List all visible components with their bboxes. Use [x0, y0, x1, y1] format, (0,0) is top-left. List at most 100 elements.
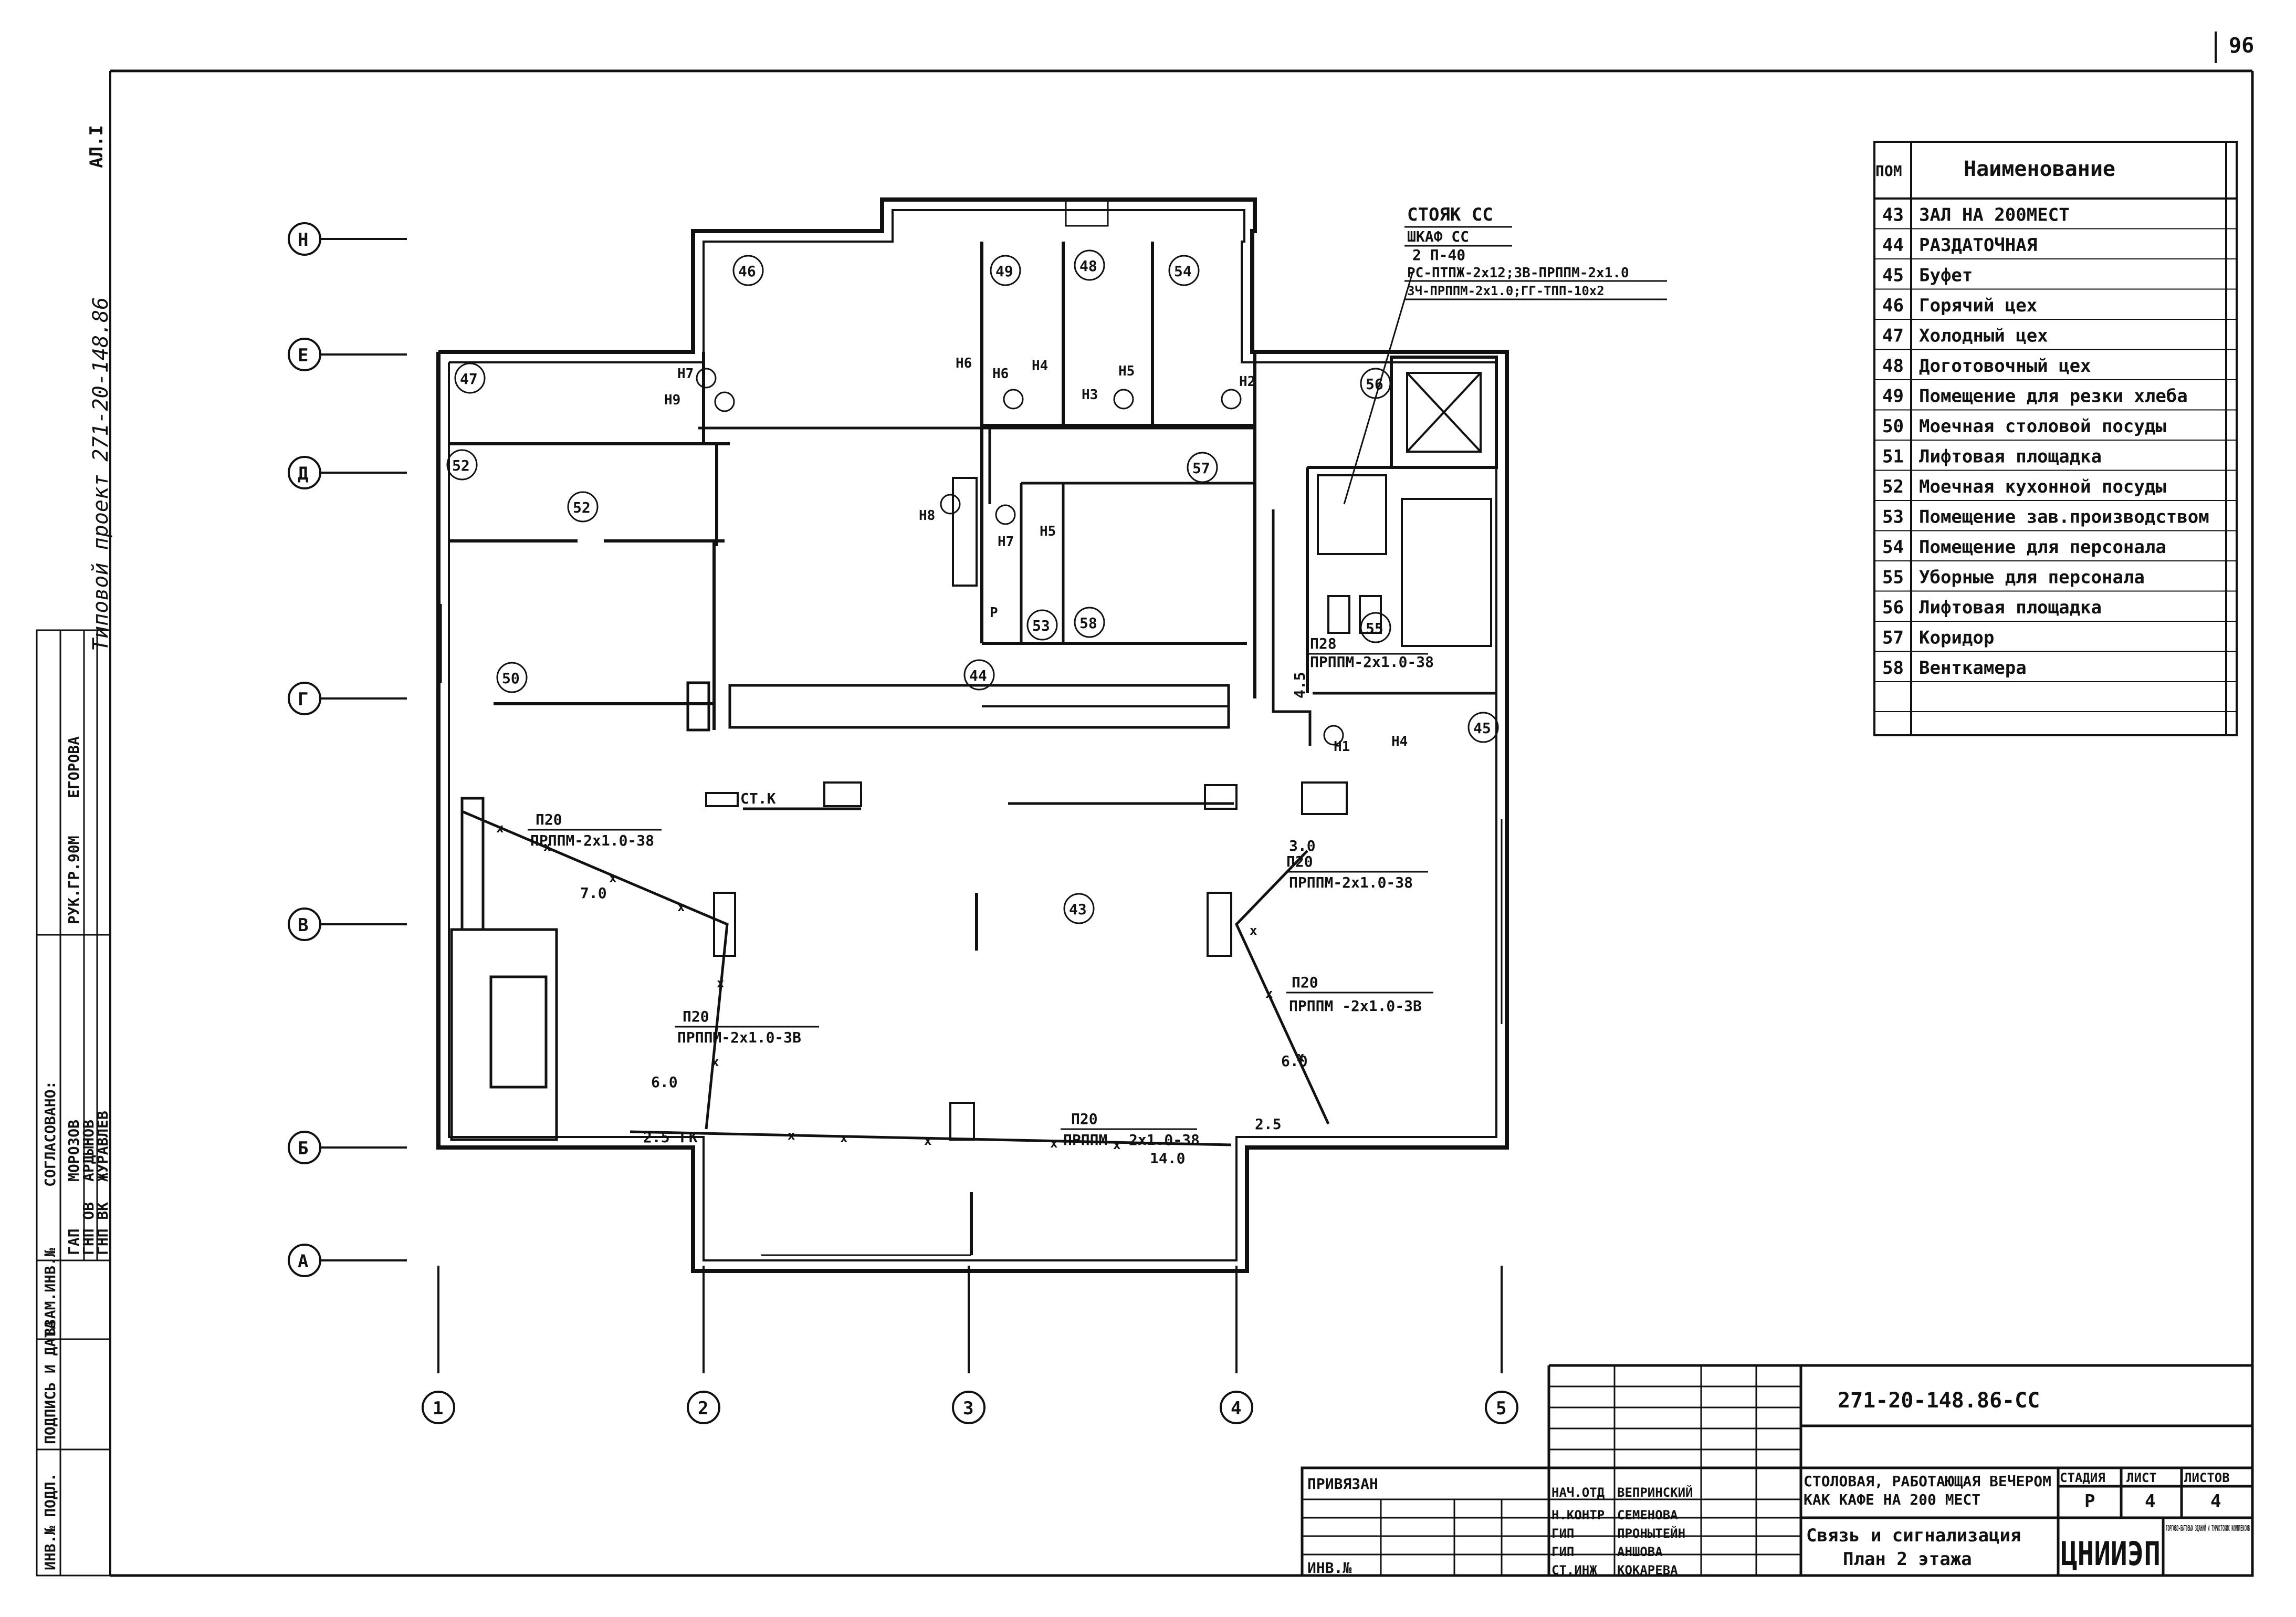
legend-row-name: Горячий цех	[1919, 295, 2037, 316]
svg-text:x: x	[840, 1131, 847, 1145]
svg-text:x: x	[496, 821, 504, 836]
legend-row-name: Доготовочный цех	[1919, 356, 2091, 377]
sheet-header: ЛИСТ	[2126, 1470, 2157, 1485]
device-label: Н4	[1032, 358, 1048, 374]
approval-name-3: АРДЫНОВ	[80, 1120, 97, 1182]
device-label: Р	[990, 605, 998, 621]
legend-row-num: 54	[1882, 537, 1904, 558]
cable-p20-1: П20	[536, 811, 562, 828]
legend-row-num: 48	[1882, 356, 1904, 377]
legend-row-num: 49	[1882, 386, 1904, 407]
legend-row-name: Моечная столовой посуды	[1919, 416, 2166, 437]
legend-row-name: Холодный цех	[1919, 326, 2048, 347]
sheets-header: ЛИСТОВ	[2184, 1470, 2230, 1485]
cable-len-30: 3.0	[1289, 837, 1316, 854]
sound-device-icon	[1323, 725, 1344, 746]
wc-p20: П28	[1310, 635, 1337, 652]
approval-stamp	[36, 629, 111, 1577]
device-label: Н9	[664, 392, 680, 408]
axis-row-label: А	[298, 1251, 308, 1272]
room-number: 48	[1079, 257, 1097, 275]
cable-p20-4: П20	[1286, 853, 1313, 870]
staff-role: СТ.ИНЖ	[1551, 1563, 1597, 1578]
room-number: 55	[1366, 620, 1383, 637]
svg-text:x: x	[609, 871, 616, 885]
svg-text:x: x	[543, 839, 551, 854]
cable-p20-3: П20	[1292, 974, 1318, 991]
sheet-title-1: Связь и сигнализация	[1806, 1525, 2021, 1546]
svg-text:x: x	[717, 976, 724, 990]
room-marker	[454, 362, 486, 394]
room-marker	[1360, 368, 1391, 399]
riser-line-2: ЗЧ-ПРППМ-2х1.0;ГГ-ТПП-10х2	[1407, 284, 1605, 298]
legend-row-num: 44	[1882, 235, 1904, 256]
legend-row-num: 53	[1882, 507, 1904, 528]
device-label: Н6	[992, 366, 1009, 382]
svg-text:x: x	[1250, 923, 1257, 938]
cable-len-25a: 2.5	[643, 1129, 670, 1146]
staff-role: НАЧ.ОТД	[1551, 1485, 1605, 1500]
cable-len-45: 4.5	[1291, 672, 1308, 698]
svg-text:x: x	[1265, 986, 1273, 1001]
cable-p20-bottom: П20	[1071, 1110, 1098, 1128]
device-label: Н5	[1040, 524, 1056, 539]
approval-col-2: ПОДПИСЬ И ДАТА	[41, 1320, 59, 1444]
room-marker	[446, 449, 478, 481]
stage-header: СТАДИЯ	[2060, 1470, 2105, 1485]
cable-len-70: 7.0	[580, 884, 607, 902]
cable-type-bottom: ПРППМ	[1063, 1131, 1107, 1149]
room-number: 56	[1366, 375, 1383, 393]
device-label: Н7	[998, 534, 1014, 550]
axis-row-label: Б	[298, 1138, 308, 1159]
staff-role: ГИП	[1551, 1545, 1574, 1559]
axis-col-label: 5	[1496, 1398, 1506, 1419]
legend-row-name: Моечная кухонной посуды	[1919, 476, 2166, 497]
room-marker	[1074, 249, 1105, 281]
sound-device-icon	[714, 391, 735, 412]
riser-callout: СТОЯК СС ШКАФ СС 2 П-40 РС-ПТПЖ-2х12;ЗВ-…	[1404, 204, 1667, 300]
legend-row-num: 51	[1882, 446, 1904, 467]
svg-text:x: x	[924, 1133, 931, 1148]
room-number: 47	[460, 370, 478, 388]
staff-name: КОКАРЕВА	[1617, 1563, 1678, 1578]
room-number: 45	[1473, 719, 1491, 737]
cable-type-bottom-2: 2х1.0-38	[1129, 1131, 1200, 1149]
approval-role-4: ГНП ВК	[94, 1202, 111, 1255]
legend-row-num: 46	[1882, 295, 1904, 316]
sound-device-icon	[1003, 389, 1024, 410]
legend-row-name: Лифтовая площадка	[1919, 446, 2102, 467]
axis-row-label: Г	[298, 689, 308, 710]
cable-routes	[462, 273, 1413, 1146]
room-marker	[1026, 609, 1058, 641]
sheets-value: 4	[2210, 1491, 2221, 1512]
room-marker	[1467, 712, 1499, 743]
sound-device-icon	[696, 368, 717, 389]
project-line-2: КАК КАФЕ НА 200 МЕСТ	[1804, 1491, 1980, 1508]
legend-row-name: ЗАЛ НА 200МЕСТ	[1919, 205, 2070, 226]
sheet-value: 4	[2145, 1491, 2155, 1512]
cable-len-60a: 6.0	[651, 1073, 678, 1091]
floor-plan	[436, 197, 1509, 1273]
page-number: 96	[2229, 34, 2254, 58]
axis-row-label: Н	[298, 229, 308, 251]
approval-name-2: МОРОЗОВ	[65, 1120, 82, 1182]
room-number: 49	[995, 263, 1013, 280]
device-label: Н7	[677, 366, 694, 382]
device-label: Н5	[1118, 363, 1135, 379]
legend-row-num: 43	[1882, 205, 1904, 226]
room-number: 43	[1069, 901, 1087, 918]
inv-label: ИНВ.№	[1307, 1559, 1351, 1577]
staff-name: ПРОНЫТЕЙН	[1617, 1526, 1685, 1541]
staff-name: СЕМЕНОВА	[1617, 1508, 1678, 1522]
approval-name-4: ЖУРАВЛЕВ	[94, 1111, 111, 1182]
axis-row-label: Д	[298, 463, 308, 484]
staff-role: ГИП	[1551, 1526, 1574, 1541]
gk-label: ГК	[680, 1129, 698, 1146]
axis-col-bubble	[422, 1391, 455, 1424]
approval-role-3: ГНП ОВ	[80, 1202, 97, 1255]
side-stamp: Типовой проект 271-20-148.86	[89, 297, 113, 651]
legend-row-name: Буфет	[1919, 265, 1973, 286]
approval-role-1: РУК.ГР.90М	[65, 836, 82, 924]
